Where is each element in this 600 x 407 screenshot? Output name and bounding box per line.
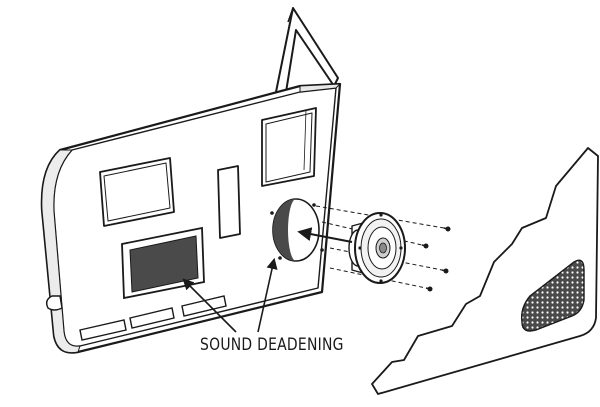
door-cutouts — [99, 107, 317, 239]
screw-icon — [443, 226, 451, 232]
door-vents — [79, 295, 227, 341]
screw-icon — [425, 286, 433, 292]
window-frame — [275, 7, 339, 93]
speaker-icon — [348, 212, 406, 284]
door-trim-panel — [371, 147, 599, 395]
screws — [421, 226, 451, 292]
sound-deadening-label: SOUND DEADENING — [200, 335, 344, 355]
speaker-grille-icon — [520, 259, 585, 332]
speaker-opening — [270, 198, 324, 262]
screw-icon — [441, 268, 449, 274]
screw-icon — [421, 243, 429, 249]
callout-arrows — [182, 257, 278, 333]
insert-arrow — [297, 227, 353, 243]
door-handle-nub — [45, 295, 63, 311]
